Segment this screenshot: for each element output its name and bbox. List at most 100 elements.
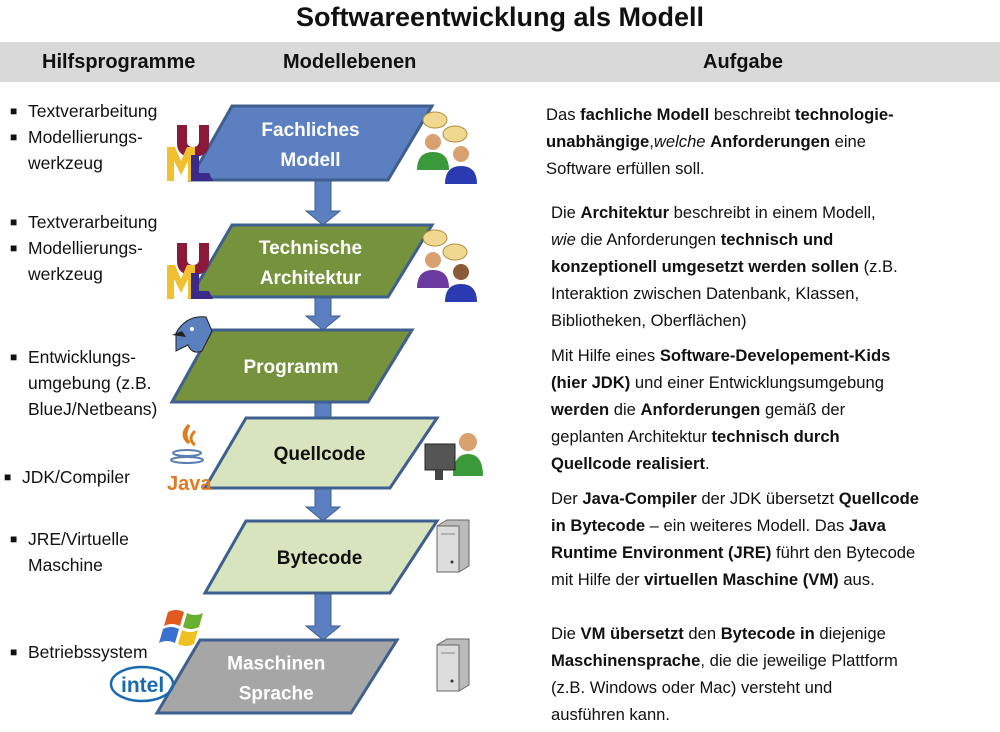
- description-line: Die Architektur beschreibt in einem Mode…: [551, 199, 898, 226]
- tool-text: Textverarbeitung: [28, 212, 158, 232]
- header-task: Aufgabe: [703, 51, 783, 73]
- description-line: (hier JDK) und einer Entwicklungsumgebun…: [551, 369, 890, 396]
- level-label: Bytecode: [277, 548, 363, 569]
- slide-title: Softwareentwicklung als Modell: [295, 2, 705, 32]
- level-label: Architektur: [260, 268, 362, 289]
- text: aus.: [838, 570, 875, 589]
- description-line: Das fachliche Modell beschreibt technolo…: [546, 101, 894, 128]
- description-line: Maschinensprache, die die jeweilige Plat…: [551, 647, 898, 674]
- description-line: wie die Anforderungen technisch und: [551, 226, 898, 253]
- flow-arrow: [306, 401, 340, 419]
- text: ,: [649, 132, 654, 151]
- bullet-icon: ■: [10, 104, 18, 118]
- text: Software erfüllen soll.: [546, 159, 705, 178]
- tool-text: Modellierungs-: [28, 238, 143, 258]
- bullet-icon: ■: [10, 215, 18, 229]
- description-line: Der Java-Compiler der JDK übersetzt Quel…: [551, 485, 919, 512]
- tool-item: ■Modellierungs-werkzeug: [10, 235, 143, 287]
- emphasis-text: Architektur: [580, 203, 670, 222]
- text: .: [705, 454, 710, 473]
- text: Die: [551, 624, 581, 643]
- task-description: Mit Hilfe eines Software-Developement-Ki…: [551, 342, 890, 477]
- level-label: Programm: [243, 357, 338, 378]
- tool-text: umgebung (z.B.: [28, 373, 152, 393]
- text: führt den Bytecode: [771, 543, 916, 562]
- emphasis-text: Quellcode realisiert: [551, 454, 706, 473]
- emphasis-text: Quellcode: [838, 489, 919, 508]
- header-levels: Modellebenen: [283, 51, 417, 73]
- tool-text: BlueJ/Netbeans): [28, 399, 158, 419]
- emphasis-text: konzeptionell umgesetzt werden sollen: [551, 257, 859, 276]
- description-line: unabhängige,welche Anforderungen eine: [546, 128, 894, 155]
- people-talking-icon: [417, 229, 477, 302]
- description-line: Software erfüllen soll.: [546, 155, 894, 182]
- text: beschreibt in einem Modell,: [669, 203, 876, 222]
- emphasis-text: fachliche Modell: [580, 105, 710, 124]
- tool-text: Betriebssystem: [28, 642, 148, 662]
- tool-item: ■Entwicklungs-umgebung (z.B.BlueJ/Netbea…: [10, 344, 158, 422]
- italic-text: wie: [551, 230, 576, 249]
- header-bar: [0, 42, 1000, 82]
- emphasis-text: werden: [551, 400, 610, 419]
- people-talking-icon: [417, 111, 477, 184]
- emphasis-text: technisch durch: [711, 427, 840, 446]
- emphasis-text: Runtime Environment (JRE): [551, 543, 772, 562]
- tool-text: JRE/Virtuelle: [28, 529, 129, 549]
- text: Bibliotheken, Oberflächen): [551, 311, 747, 330]
- flow-arrow: [304, 487, 342, 522]
- model-level-5: Bytecode: [202, 519, 440, 595]
- text: – ein weiteres Modell. Das: [645, 516, 849, 535]
- server-tower-icon: [436, 519, 470, 573]
- description-line: Runtime Environment (JRE) führt den Byte…: [551, 539, 919, 566]
- parallelogram: [202, 519, 440, 595]
- text: die Anforderungen: [575, 230, 721, 249]
- text: den: [683, 624, 721, 643]
- uml-logo-icon: [167, 243, 213, 299]
- flow-arrow: [304, 592, 342, 641]
- italic-text: welche: [653, 132, 706, 151]
- text: , die die jeweilige Plattform: [700, 651, 898, 670]
- tool-item: ■ Betriebssystem: [10, 639, 148, 665]
- svg-text:intel: intel: [121, 674, 164, 697]
- emphasis-text: virtuellen Maschine (VM): [644, 570, 839, 589]
- emphasis-text: (hier JDK): [551, 373, 631, 392]
- header-tools: Hilfsprogramme: [42, 51, 196, 73]
- emphasis-text: Java-Compiler: [582, 489, 697, 508]
- description-line: ausführen kann.: [551, 701, 898, 728]
- emphasis-text: technologie-: [795, 105, 894, 124]
- description-line: Bibliotheken, Oberflächen): [551, 307, 898, 334]
- text: der JDK übersetzt: [696, 489, 839, 508]
- java-logo-icon: Java: [167, 423, 212, 495]
- flow-arrow: [304, 296, 342, 331]
- text: geplanten Architektur: [551, 427, 712, 446]
- text: (z.B.: [858, 257, 898, 276]
- server-tower-icon: [436, 638, 470, 692]
- level-label: Fachliches: [261, 120, 359, 141]
- task-description: Die VM übersetzt den Bytecode in diejeni…: [551, 620, 898, 728]
- description-line: Interaktion zwischen Datenbank, Klassen,: [551, 280, 898, 307]
- text: ausführen kann.: [551, 705, 671, 724]
- tool-item: ■JDK/Compiler: [4, 464, 130, 490]
- text: Mit Hilfe eines: [551, 346, 660, 365]
- tool-text: Entwicklungs-: [28, 347, 136, 367]
- tool-item: ■Modellierungs-werkzeug: [10, 124, 143, 176]
- emphasis-text: VM übersetzt: [580, 624, 684, 643]
- text: (z.B. Windows oder Mac) versteht und: [551, 678, 833, 697]
- bullet-icon: ■: [4, 470, 12, 484]
- text: Der: [551, 489, 583, 508]
- emphasis-text: Software-Developement-Kids: [659, 346, 891, 365]
- tool-text: Maschine: [28, 555, 103, 575]
- intel-logo-icon: intel: [109, 665, 175, 703]
- emphasis-text: Java: [848, 516, 886, 535]
- flow-arrow: [304, 179, 342, 226]
- emphasis-text: Anforderungen: [710, 132, 830, 151]
- uml-logo-icon: [167, 125, 213, 181]
- task-description: Das fachliche Modell beschreibt technolo…: [546, 101, 894, 182]
- bullet-icon: ■: [10, 645, 18, 659]
- emphasis-text: Anforderungen: [640, 400, 761, 419]
- emphasis-text: Maschinensprache: [551, 651, 701, 670]
- level-label: Quellcode: [274, 444, 366, 465]
